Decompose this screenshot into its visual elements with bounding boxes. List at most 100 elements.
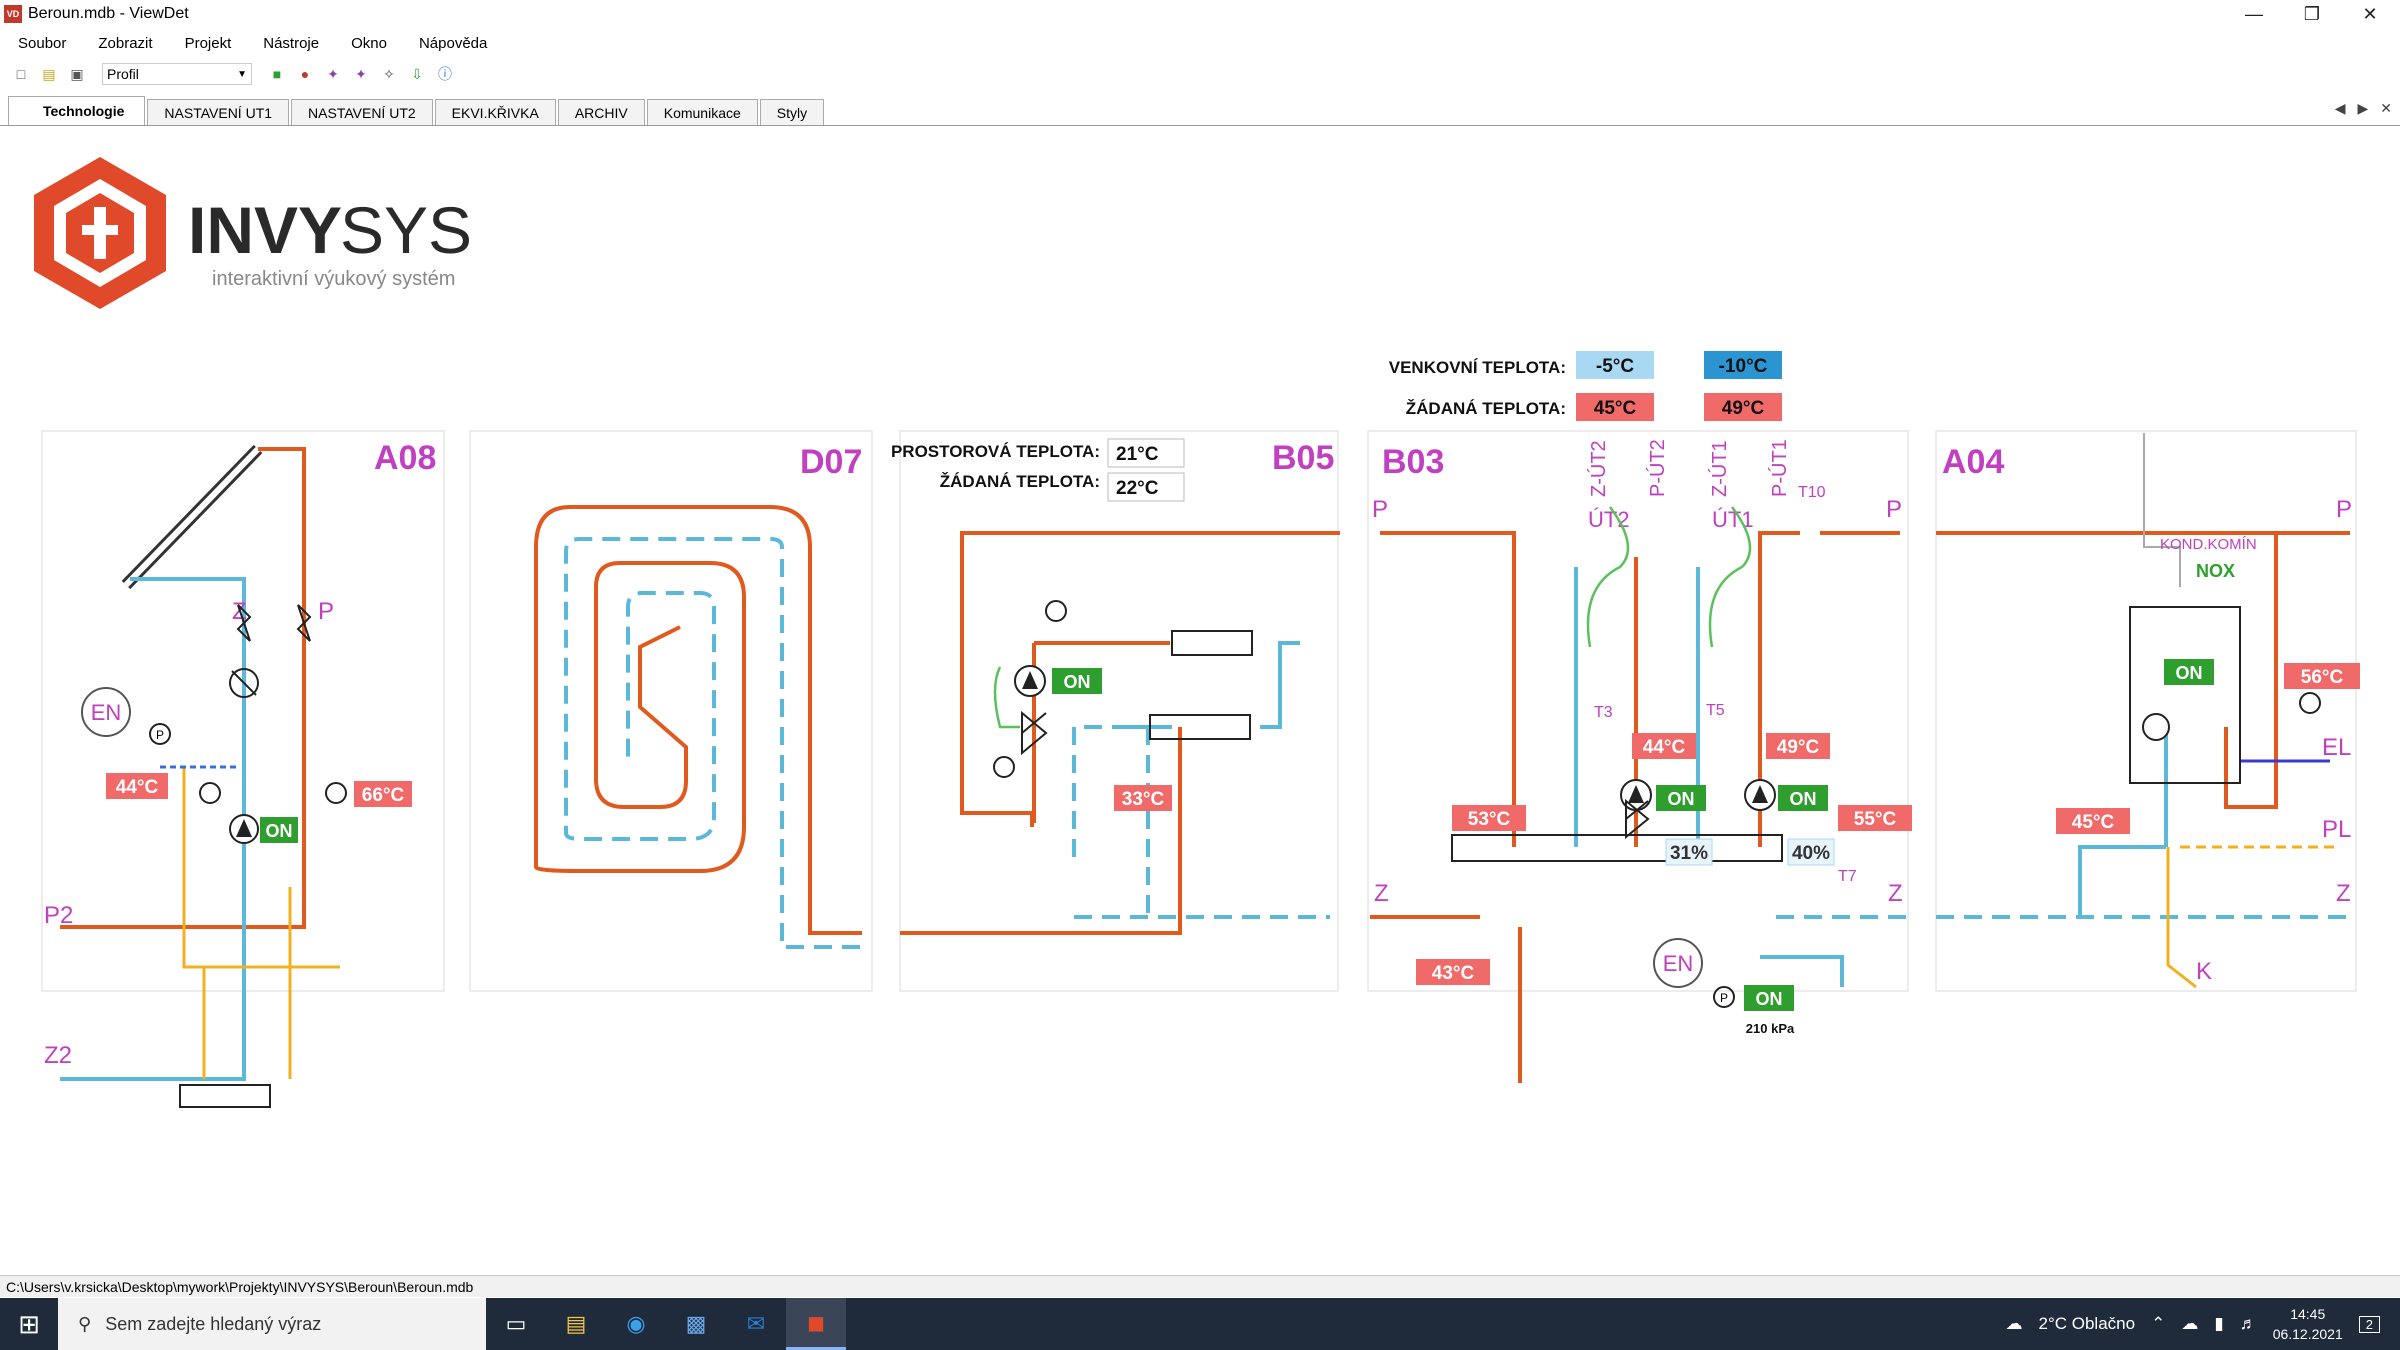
weather-icon[interactable]: ☁ bbox=[2005, 1314, 2023, 1333]
b03-t3-label: T3 bbox=[1594, 704, 1613, 721]
weather-text[interactable]: 2°C Oblačno bbox=[2038, 1314, 2136, 1333]
viewdet-app-icon[interactable]: ◼ bbox=[786, 1298, 846, 1350]
tool-a-icon[interactable]: ✦ bbox=[327, 65, 339, 82]
file-explorer-icon[interactable]: ▤ bbox=[565, 1311, 587, 1336]
taskbar: ⊞ ⚲ Sem zadejte hledaný výraz ▭ ▤ ◉ ▩ ✉ … bbox=[0, 1298, 2400, 1350]
panel-b03[interactable]: B03 P P Z Z Z-ÚT2 P-ÚT2 Z-ÚT1 P-ÚT1 ÚT2 … bbox=[1367, 430, 1912, 1083]
outdoor-temp-1-box bbox=[1576, 351, 1654, 379]
outdoor-temp-2: -10°C bbox=[1719, 356, 1768, 377]
a08-pressure-label: P bbox=[156, 728, 164, 742]
edge-browser-icon[interactable]: ◉ bbox=[626, 1311, 646, 1336]
save-icon[interactable]: ▣ bbox=[70, 65, 84, 82]
tool-c-icon[interactable]: ✧ bbox=[383, 65, 395, 82]
volume-icon[interactable]: ♬ bbox=[2239, 1314, 2257, 1333]
store-icon[interactable]: ▩ bbox=[685, 1311, 707, 1336]
menu-projekt[interactable]: Projekt bbox=[184, 34, 232, 52]
menu-zobrazit[interactable]: Zobrazit bbox=[98, 34, 153, 52]
open-folder-icon[interactable]: ▤ bbox=[42, 65, 56, 82]
b03-en-label: EN bbox=[1663, 951, 1694, 976]
task-view-icon[interactable]: ▭ bbox=[505, 1311, 527, 1336]
b03-temp-left-box bbox=[1452, 805, 1526, 831]
notifications-icon[interactable]: 2 bbox=[2358, 1315, 2380, 1333]
a04-boiler-status: ON bbox=[2176, 663, 2203, 683]
a04-boiler-status-box[interactable] bbox=[2164, 659, 2214, 685]
b05-sensor-t2-icon bbox=[993, 756, 1015, 778]
tab-close-icon[interactable]: ✕ bbox=[2380, 100, 2392, 116]
a04-k-label: K bbox=[2196, 958, 2212, 985]
a04-pl-label: PL bbox=[2322, 816, 2351, 843]
b03-pump-ut1-status-box[interactable] bbox=[1778, 785, 1828, 811]
menu-soubor[interactable]: Soubor bbox=[18, 34, 67, 52]
close-button[interactable]: ✕ bbox=[2362, 3, 2378, 24]
tab-styly[interactable]: Styly bbox=[759, 99, 825, 125]
a04-temp-left-box bbox=[2056, 808, 2130, 834]
scheme-svg: INVY SYS interaktivní výukový systém VEN… bbox=[34, 157, 2360, 1108]
maximize-button[interactable]: ❐ bbox=[2303, 3, 2321, 24]
profile-value: Profil bbox=[107, 66, 139, 82]
b03-p-ut1-label: P-ÚT1 bbox=[1768, 439, 1791, 497]
taskbar-search[interactable]: ⚲ Sem zadejte hledaný výraz bbox=[58, 1298, 486, 1350]
clock-date: 06.12.2021 bbox=[2272, 1326, 2343, 1342]
panel-d07[interactable]: D07 bbox=[469, 430, 873, 992]
a04-el-label: EL bbox=[2322, 734, 2351, 761]
tab-prev-icon[interactable]: ◀ bbox=[2334, 100, 2346, 116]
b05-room-label: PROSTOROVÁ TEPLOTA: bbox=[891, 442, 1100, 461]
menu-napoveda[interactable]: Nápověda bbox=[418, 34, 488, 52]
b03-pump-main-status-box[interactable] bbox=[1744, 985, 1794, 1011]
panel-a04[interactable]: A04 P Z EL PL K KOND.KOMÍN NOX ON 56°C 4… bbox=[1935, 430, 2360, 992]
b03-pump-ut2-status-box[interactable] bbox=[1656, 785, 1706, 811]
tab-komunikace[interactable]: Komunikace bbox=[646, 99, 758, 125]
tab-navigation: ◀ ▶ ✕ bbox=[2335, 100, 2392, 117]
b05-set-value-box[interactable] bbox=[1107, 472, 1185, 502]
panel-b05-title: B05 bbox=[1272, 439, 1334, 477]
panel-a08-title: A08 bbox=[374, 439, 436, 477]
new-file-icon[interactable]: □ bbox=[16, 66, 26, 82]
panel-b05[interactable]: B05 PROSTOROVÁ TEPLOTA: 21°C ŽÁDANÁ TEPL… bbox=[891, 430, 1340, 992]
b03-temp-right: 55°C bbox=[1854, 809, 1897, 830]
tab-archiv[interactable]: ARCHIV bbox=[557, 99, 645, 125]
b05-room-value: 21°C bbox=[1116, 444, 1159, 465]
window-title: Beroun.mdb - ViewDet bbox=[28, 5, 189, 22]
b03-expansion-vessel-icon bbox=[1653, 938, 1703, 988]
tray-chevron-up-icon[interactable]: ⌃ bbox=[2151, 1314, 2166, 1333]
a08-pump-status-box[interactable] bbox=[260, 817, 298, 843]
b03-pump-main-status: ON bbox=[1756, 989, 1783, 1009]
b03-pressure-value: 210 kPa bbox=[1746, 1021, 1795, 1036]
a04-temp-right-box bbox=[2284, 663, 2360, 689]
run-icon[interactable]: ■ bbox=[272, 66, 282, 82]
search-icon: ⚲ bbox=[78, 1313, 92, 1334]
b03-valve-ut1-box[interactable] bbox=[1787, 838, 1835, 866]
b05-pump-status-box[interactable] bbox=[1052, 668, 1102, 694]
b05-distributor-top-icon bbox=[1171, 630, 1253, 656]
panel-a08[interactable]: A08 Z P EN P 44°C 66°C ON P2 Z2 bbox=[41, 430, 445, 1108]
taskbar-clock[interactable]: 14:45 06.12.2021 bbox=[2273, 1304, 2343, 1344]
help-icon[interactable]: ⓘ bbox=[438, 66, 452, 82]
tab-technologie[interactable]: Technologie bbox=[8, 96, 146, 125]
battery-icon[interactable]: ▮ bbox=[2214, 1314, 2224, 1333]
outdoor-temp-1: -5°C bbox=[1596, 356, 1634, 377]
a04-sensor-icon bbox=[2299, 692, 2321, 714]
profile-select[interactable]: Profil ▼ bbox=[102, 63, 252, 85]
menu-nastroje[interactable]: Nástroje bbox=[263, 34, 320, 52]
panel-d07-title: D07 bbox=[800, 443, 862, 481]
b03-z-label: Z bbox=[1374, 880, 1389, 907]
record-icon[interactable]: ● bbox=[300, 66, 310, 82]
tab-nastaveni-ut2[interactable]: NASTAVENÍ UT2 bbox=[291, 99, 433, 125]
minimize-button[interactable]: — bbox=[2245, 3, 2263, 24]
onedrive-icon[interactable]: ☁ bbox=[2181, 1314, 2199, 1333]
download-icon[interactable]: ⇩ bbox=[411, 65, 423, 82]
b05-set-value: 22°C bbox=[1116, 478, 1159, 499]
a08-p-label: P bbox=[318, 598, 334, 625]
b03-valve-ut2-box[interactable] bbox=[1665, 838, 1713, 866]
tab-next-icon[interactable]: ▶ bbox=[2357, 100, 2369, 116]
outlook-icon[interactable]: ✉ bbox=[746, 1311, 766, 1336]
windows-start-icon[interactable]: ⊞ bbox=[18, 1308, 40, 1339]
tab-nastaveni-ut1[interactable]: NASTAVENÍ UT1 bbox=[147, 99, 290, 125]
chevron-down-icon: ▼ bbox=[237, 68, 247, 80]
global-temperatures: VENKOVNÍ TEPLOTA: -5°C -10°C ŽÁDANÁ TEPL… bbox=[1389, 351, 1782, 421]
menu-okno[interactable]: Okno bbox=[351, 34, 387, 52]
tab-ekvi-krivka[interactable]: EKVI.KŘIVKA bbox=[434, 99, 556, 125]
tool-b-icon[interactable]: ✦ bbox=[355, 65, 367, 82]
app-icon: VD bbox=[4, 5, 22, 23]
a08-p2-label: P2 bbox=[44, 902, 73, 929]
